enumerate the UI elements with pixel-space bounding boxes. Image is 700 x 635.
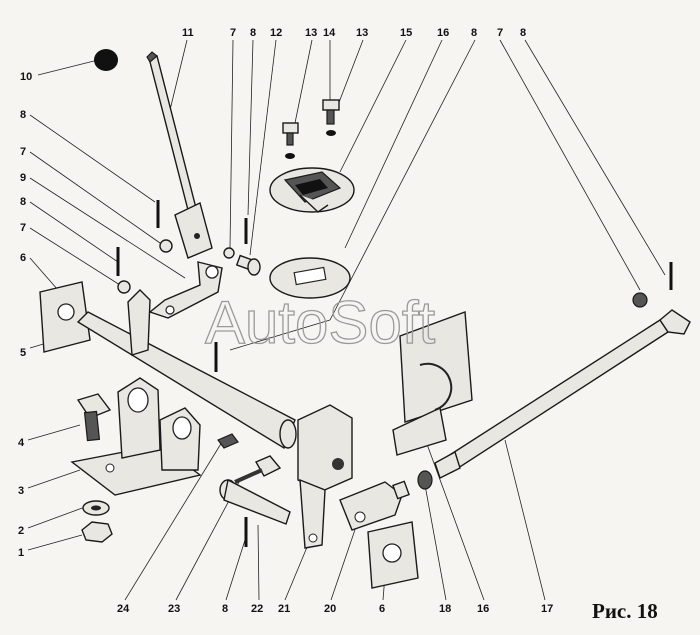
callout-16: 16 bbox=[477, 603, 489, 615]
washer-7-b bbox=[223, 247, 235, 259]
callout-3: 3 bbox=[18, 485, 24, 497]
callout-1: 1 bbox=[18, 547, 24, 559]
pin-22 bbox=[219, 478, 291, 525]
callout-6: 6 bbox=[20, 252, 26, 264]
callout-11: 11 bbox=[182, 27, 194, 39]
callout-8: 8 bbox=[250, 27, 256, 39]
knob-10 bbox=[94, 49, 118, 71]
plate-6-a bbox=[39, 281, 91, 353]
clevis-20 bbox=[339, 480, 410, 531]
callout-15: 15 bbox=[400, 27, 412, 39]
bolt-12 bbox=[235, 254, 261, 276]
cover-plate-15 bbox=[269, 167, 355, 213]
gear-lever-11 bbox=[146, 51, 213, 259]
washer-7-c bbox=[117, 280, 131, 294]
callout-8: 8 bbox=[222, 603, 228, 615]
bolt-23 bbox=[234, 455, 282, 484]
callout-16: 16 bbox=[437, 27, 449, 39]
callout-7: 7 bbox=[497, 27, 503, 39]
callout-14: 14 bbox=[323, 27, 336, 39]
callout-7: 7 bbox=[20, 222, 26, 234]
callout-numbers: 10 11 7 8 12 13 14 13 15 16 8 7 8 8 7 9 … bbox=[18, 27, 553, 615]
lever-link-9 bbox=[148, 261, 223, 319]
callout-21: 21 bbox=[278, 603, 290, 615]
callout-7: 7 bbox=[230, 27, 236, 39]
washer-7-a bbox=[159, 239, 173, 253]
lever-21 bbox=[297, 404, 353, 549]
key-24 bbox=[217, 433, 239, 449]
callout-8: 8 bbox=[471, 27, 477, 39]
callout-6: 6 bbox=[379, 603, 385, 615]
washer-2-hole bbox=[91, 505, 101, 511]
callout-8: 8 bbox=[520, 27, 526, 39]
callout-23: 23 bbox=[168, 603, 180, 615]
bracket-3 bbox=[70, 377, 202, 496]
callout-10: 10 bbox=[20, 71, 32, 83]
bolt-13-a bbox=[282, 122, 299, 146]
callout-24: 24 bbox=[117, 603, 130, 615]
callout-13: 13 bbox=[305, 27, 317, 39]
shaft-5 bbox=[76, 289, 297, 450]
washer-14-a bbox=[285, 153, 295, 159]
washer-14-b bbox=[326, 130, 336, 136]
watermark: AutoSoft bbox=[205, 289, 435, 356]
callout-9: 9 bbox=[20, 172, 26, 184]
bolt-13-b bbox=[322, 99, 340, 125]
callout-7: 7 bbox=[20, 146, 26, 158]
callout-5: 5 bbox=[20, 347, 26, 359]
callout-4: 4 bbox=[18, 437, 25, 449]
figure-caption: Рис. 18 bbox=[592, 599, 658, 623]
callout-20: 20 bbox=[324, 603, 336, 615]
callout-22: 22 bbox=[251, 603, 263, 615]
plate-6-b bbox=[367, 521, 419, 589]
gasket-16 bbox=[269, 257, 351, 299]
callout-12: 12 bbox=[270, 27, 282, 39]
callout-8: 8 bbox=[20, 109, 26, 121]
rod-17 bbox=[434, 309, 691, 479]
callout-13: 13 bbox=[356, 27, 368, 39]
callout-18: 18 bbox=[439, 603, 451, 615]
leader-lines bbox=[27, 39, 666, 601]
bolt-4 bbox=[76, 393, 112, 442]
callout-17: 17 bbox=[541, 603, 553, 615]
parts bbox=[39, 49, 691, 589]
callout-8: 8 bbox=[20, 196, 26, 208]
washer-18 bbox=[417, 470, 433, 490]
callout-2: 2 bbox=[18, 525, 24, 537]
nut-1 bbox=[81, 521, 113, 543]
washer-7-d bbox=[632, 292, 648, 308]
fork-plate-16 bbox=[392, 311, 473, 456]
